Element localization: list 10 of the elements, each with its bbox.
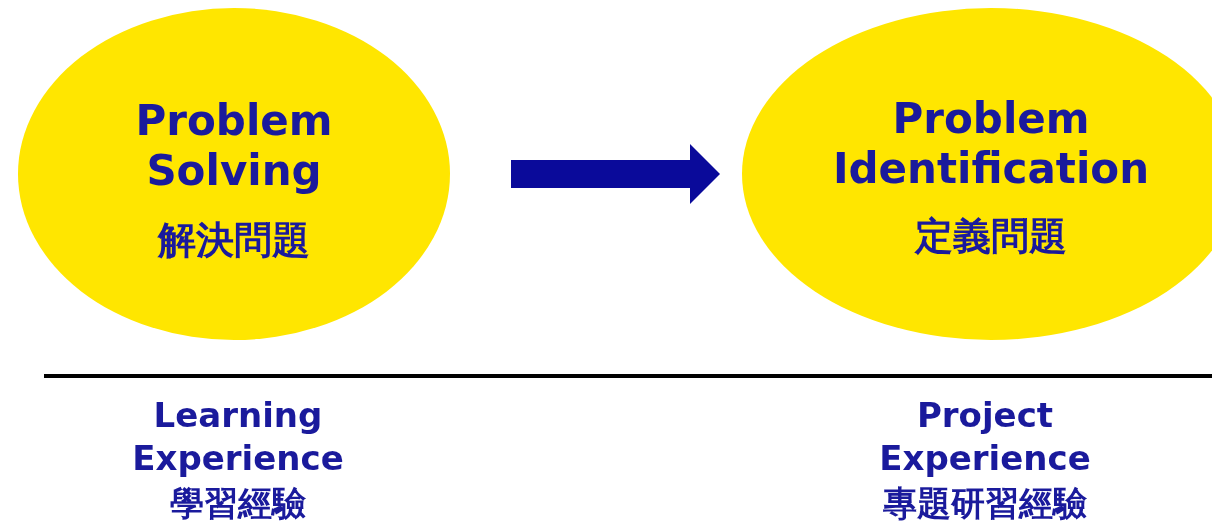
ellipse-node (18, 8, 450, 340)
node-subtitle: 解決問題 (156, 218, 311, 264)
node-title: Problem Identification (831, 94, 1151, 195)
node-subtitle: 定義問題 (913, 214, 1068, 260)
caption-label: Project Experience (878, 394, 1092, 479)
caption-label: 專題研習經驗 (882, 482, 1088, 522)
caption-label: 學習經驗 (169, 482, 307, 522)
caption-label: Learning Experience (131, 394, 345, 479)
node-title: Problem Solving (134, 96, 334, 197)
arrow (511, 144, 720, 204)
